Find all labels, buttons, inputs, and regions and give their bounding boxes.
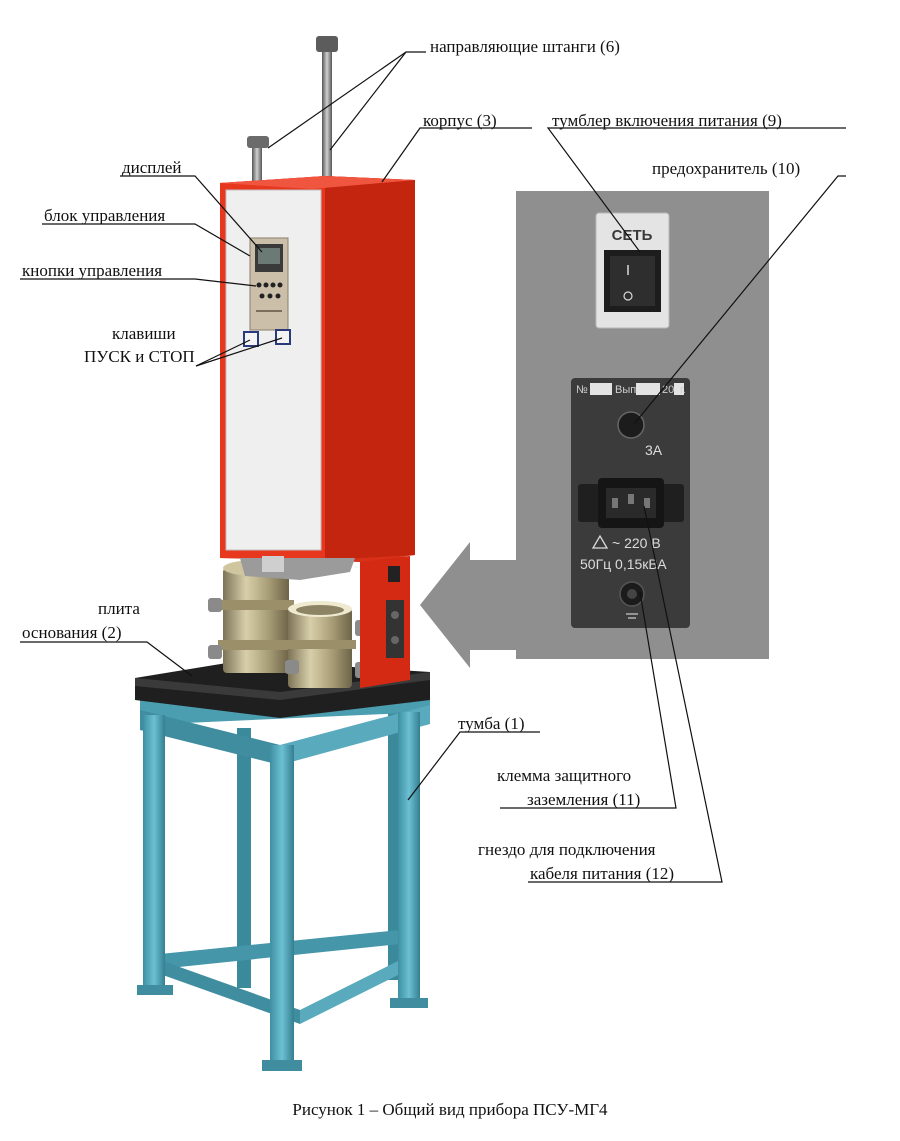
label-housing: корпус (3) — [423, 111, 497, 130]
guide-rods — [247, 36, 338, 183]
label-base-plate-line2: основания (2) — [22, 623, 122, 642]
housing — [220, 176, 415, 580]
leader-lines — [20, 51, 846, 883]
year-prefix: 20 — [662, 384, 674, 396]
label-control-buttons: кнопки управления — [22, 261, 163, 280]
year-suffix: г. — [680, 384, 686, 396]
molds — [208, 560, 371, 688]
fuse-rating: 3А — [645, 442, 663, 458]
made-label: Вып — [615, 384, 636, 396]
label-start-stop-line1: клавиши — [112, 324, 176, 343]
label-guide-rods: направляющие штанги (6) — [430, 37, 620, 56]
label-ground-terminal-line2: заземления (11) — [527, 790, 641, 809]
stand — [137, 690, 430, 1071]
label-power-socket-line2: кабеля питания (12) — [530, 864, 675, 883]
detail-panel: СЕТЬ № Вып 20 г. 3А ~ 220 В 50Гц 0,15кВА — [420, 191, 769, 668]
label-power-toggle: тумблер включения питания (9) — [552, 111, 782, 130]
label-base-plate-line1: плита — [98, 599, 140, 618]
figure-caption: Рисунок 1 – Общий вид прибора ПСУ-МГ4 — [292, 1100, 608, 1119]
lower-housing — [360, 556, 410, 688]
label-stand: тумба (1) — [458, 714, 525, 733]
label-start-stop-line2: ПУСК и СТОП — [84, 347, 195, 366]
serial-label: № — [576, 384, 588, 396]
voltage-label: ~ 220 В — [612, 535, 661, 551]
label-control-unit: блок управления — [44, 206, 166, 225]
label-ground-terminal-line1: клеммa защитного — [497, 766, 632, 785]
fuse-cap — [617, 411, 645, 439]
label-power-socket-line1: гнездо для подключения — [478, 840, 656, 859]
label-fuse: предохранитель (10) — [652, 159, 801, 178]
label-display: дисплей — [122, 158, 182, 177]
switch-label: СЕТЬ — [612, 227, 653, 244]
freq-power-label: 50Гц 0,15кВА — [580, 556, 667, 572]
